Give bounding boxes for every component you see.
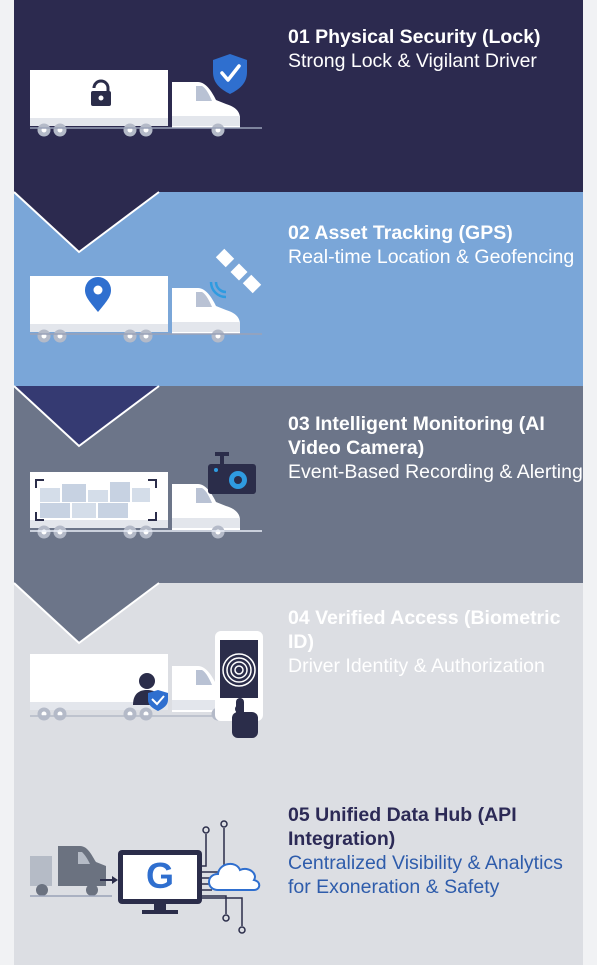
location-pin-icon xyxy=(85,277,111,312)
arrow-icon xyxy=(100,876,118,884)
step-3-band xyxy=(14,192,583,446)
step-title: 03 Intelligent Monitoring (AI Video Came… xyxy=(288,413,545,459)
step-title: 02 Asset Tracking (GPS) xyxy=(288,222,513,244)
driver-badge-icon xyxy=(133,673,168,711)
step-2-label: 02 Asset Tracking (GPS) Real-time Locati… xyxy=(288,221,588,269)
shield-check-icon xyxy=(213,54,247,94)
step-3-label: 03 Intelligent Monitoring (AI Video Came… xyxy=(288,412,588,484)
step-1-label: 01 Physical Security (Lock) Strong Lock … xyxy=(288,25,588,73)
step-5-label: 05 Unified Data Hub (API Integration) Ce… xyxy=(288,803,588,899)
chevron-1 xyxy=(13,191,160,254)
cargo-boxes-icon xyxy=(35,479,157,521)
chevron-2 xyxy=(13,385,160,448)
step-subtitle: Centralized Visibility & Analytics for E… xyxy=(288,852,563,898)
step-subtitle: Event-Based Recording & Alerting xyxy=(288,461,583,483)
dash-camera-icon xyxy=(208,452,256,494)
satellite-icon xyxy=(209,248,262,299)
monitor-logo-letter: G xyxy=(146,855,174,896)
step-subtitle: Strong Lock & Vigilant Driver xyxy=(288,50,537,72)
pointing-hand-icon xyxy=(232,698,258,738)
step-title: 05 Unified Data Hub (API Integration) xyxy=(288,804,517,850)
step-subtitle: Real-time Location & Geofencing xyxy=(288,246,575,268)
step-1-band xyxy=(14,0,583,192)
step-4-label: 04 Verified Access (Biometric ID) Driver… xyxy=(288,606,588,678)
lock-icon xyxy=(91,79,111,106)
step-5-band xyxy=(14,583,583,965)
step-4-band xyxy=(14,386,583,643)
step-subtitle: Driver Identity & Authorization xyxy=(288,655,545,677)
monitor-logo-icon: G xyxy=(118,850,202,914)
step-title: 04 Verified Access (Biometric ID) xyxy=(288,607,561,653)
cloud-icon xyxy=(208,862,261,891)
truck-icon xyxy=(30,846,112,897)
fingerprint-phone-icon xyxy=(215,631,263,721)
step-title: 01 Physical Security (Lock) xyxy=(288,26,541,48)
chevron-3 xyxy=(13,582,160,645)
